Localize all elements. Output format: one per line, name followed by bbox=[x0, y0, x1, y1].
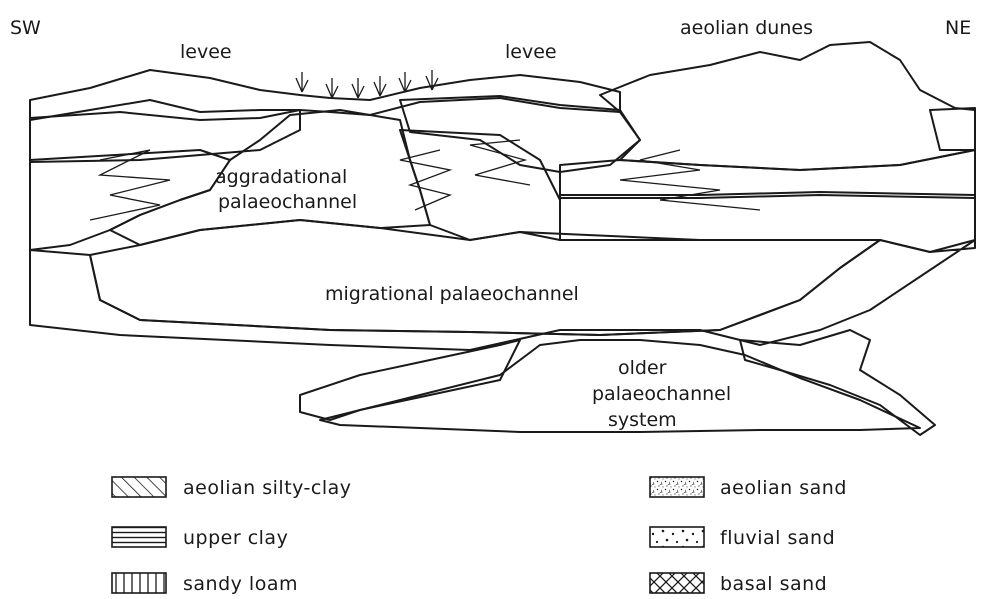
legend-label: upper clay bbox=[183, 527, 288, 549]
upper-clay-far-right bbox=[930, 108, 975, 150]
legend-label: aeolian sand bbox=[720, 477, 847, 499]
sandy-loam-right bbox=[560, 192, 975, 252]
legend-label: basal sand bbox=[720, 573, 827, 595]
horizontal-lines-swatch bbox=[112, 527, 166, 547]
diagonal-hatch-swatch bbox=[112, 477, 166, 497]
legend-label: fluvial sand bbox=[720, 527, 835, 549]
legend-item-aeolian-silty-clay: aeolian silty-clay bbox=[112, 477, 352, 499]
direction-sw-label: SW bbox=[10, 17, 41, 39]
older-channel-crosshatch-right bbox=[740, 330, 935, 435]
older-channel-crosshatch-left bbox=[300, 340, 520, 420]
legend-label: aeolian silty-clay bbox=[183, 477, 352, 499]
levee-left-label: levee bbox=[180, 41, 232, 63]
cross-section bbox=[30, 42, 975, 435]
aeolian-sand-dunes bbox=[600, 42, 975, 170]
legend-label: sandy loam bbox=[183, 573, 298, 595]
aggradational-label-line1: aggradational bbox=[215, 166, 347, 188]
levee-right-label: levee bbox=[505, 41, 557, 63]
older-label-line2: palaeochannel bbox=[592, 383, 731, 405]
legend-item-sandy-loam: sandy loam bbox=[112, 573, 298, 595]
vegetation-symbols bbox=[296, 70, 438, 98]
legend-item-basal-sand: basal sand bbox=[650, 573, 827, 595]
migrational-label: migrational palaeochannel bbox=[325, 283, 579, 305]
aeolian-dunes-label: aeolian dunes bbox=[680, 17, 813, 39]
legend-item-fluvial-sand: fluvial sand bbox=[650, 527, 835, 549]
cross-hatch-swatch bbox=[650, 573, 704, 593]
older-label-line1: older bbox=[618, 357, 667, 379]
vertical-lines-swatch bbox=[112, 573, 166, 593]
aggradational-label-line2: palaeochannel bbox=[218, 191, 357, 213]
fine-stipple-swatch bbox=[650, 477, 704, 497]
legend-item-aeolian-sand: aeolian sand bbox=[650, 477, 847, 499]
coarse-dots-swatch bbox=[650, 527, 704, 547]
older-label-line3: system bbox=[608, 409, 677, 431]
sandy-loam-middle bbox=[400, 130, 560, 240]
upper-clay-left bbox=[30, 110, 300, 162]
sandy-loam-left bbox=[30, 150, 230, 250]
direction-ne-label: NE bbox=[945, 17, 971, 39]
legend-item-upper-clay: upper clay bbox=[112, 527, 288, 549]
legend: aeolian silty-clay upper clay sandy loam… bbox=[112, 477, 847, 595]
